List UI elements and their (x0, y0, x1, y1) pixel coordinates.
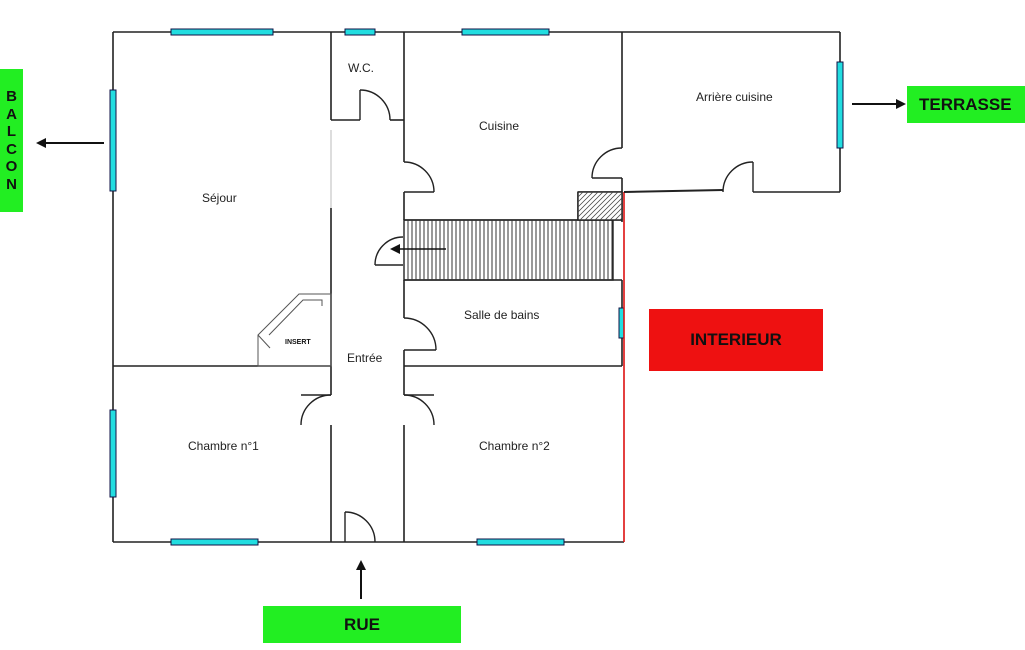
door-swings (300, 89, 754, 543)
balcon-letter: C (6, 140, 17, 158)
label-salle-de-bains: Salle de bains (464, 308, 539, 322)
rue-tag: RUE (263, 606, 461, 643)
hatch-line (577, 191, 604, 218)
label-chambre-1: Chambre n°1 (188, 439, 259, 453)
label-cuisine: Cuisine (479, 119, 519, 133)
balcon-letter: B (6, 88, 17, 105)
chimney-hatch (577, 191, 623, 221)
hatch-line (577, 191, 589, 203)
label-entree: Entrée (347, 351, 383, 365)
hatch-line (594, 192, 623, 221)
insert-fireplace (257, 293, 332, 367)
hatch-line (579, 191, 609, 221)
hatch-line (599, 197, 623, 221)
hatch-line (604, 202, 623, 221)
hatch-line (619, 217, 623, 221)
annex-boundary (623, 189, 724, 193)
staircase (403, 219, 614, 281)
walls (112, 31, 841, 543)
hatch-line (577, 191, 594, 208)
hatch-line (584, 191, 614, 221)
balcon-letter: N (6, 175, 17, 193)
hatch-line (577, 191, 584, 198)
label-chambre-2: Chambre n°2 (479, 439, 550, 453)
balcon-letter: O (5, 158, 18, 175)
insert-label: INSERT (285, 339, 311, 346)
label-wc: W.C. (348, 61, 374, 75)
hatch-line (589, 191, 619, 221)
label-arriere-cuisine: Arrière cuisine (696, 90, 773, 104)
terrasse-tag: TERRASSE (907, 86, 1025, 123)
windows (109, 28, 844, 546)
hatch-line (614, 212, 623, 221)
interieur-tag: INTERIEUR (649, 309, 823, 371)
balcon-tag: B A L C O N (0, 69, 23, 212)
hatch-line (577, 191, 599, 213)
stair-arrow-head (390, 244, 400, 254)
hatch-line (609, 207, 623, 221)
balcon-letter: L (6, 123, 17, 140)
balcon-letter: A (6, 105, 17, 123)
label-sejour: Séjour (202, 191, 237, 205)
exterior-arrows (36, 99, 906, 599)
